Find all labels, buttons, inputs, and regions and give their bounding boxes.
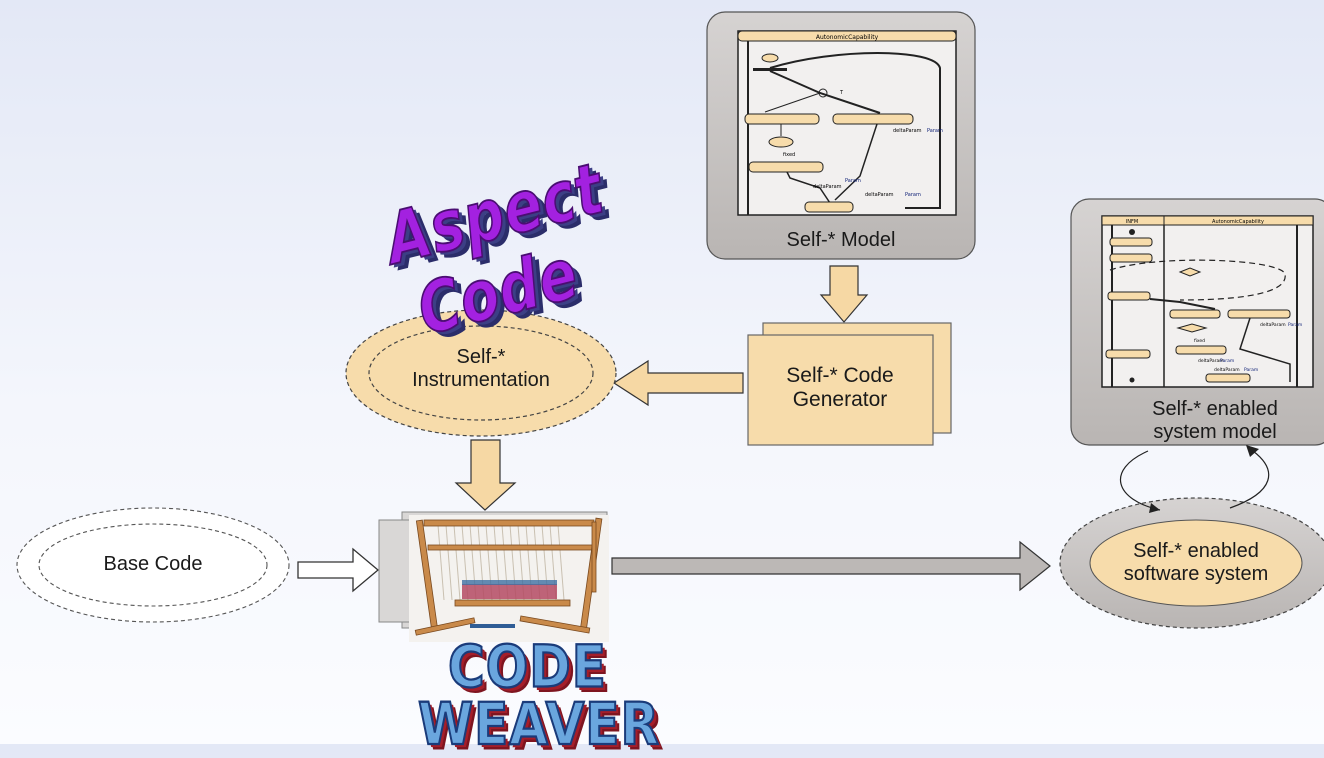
thumb-model-label-5: deltaParam: [813, 184, 842, 190]
instrumentation-ellipse-outer: [345, 309, 617, 437]
feedback-arrowhead-left: [1149, 503, 1160, 513]
enabled-model-label: Self-* enabled system model: [1152, 398, 1278, 443]
enabled-system-label: Self-* enabled software system: [1123, 540, 1269, 585]
arrow-instrumentation-to-weaver: [454, 439, 517, 511]
base-code-label: Base Code: [103, 553, 203, 575]
enabled-model-thumbnail: INFM AutonomicCapability deltaParam Para…: [1101, 215, 1314, 388]
loom-image: [409, 515, 609, 642]
self-model-thumbnail: AutonomicCapability T deltaParam Param f…: [737, 30, 957, 216]
thumb-model-label-8: Param: [905, 192, 921, 198]
thumb-enabled-lane-left: INFM: [1126, 219, 1138, 225]
thumb-model-label-3: Param: [927, 128, 943, 134]
thumb-model-label-7: deltaParam: [865, 192, 894, 198]
thumb-enabled-label-1: deltaParam: [1260, 322, 1286, 328]
thumb-model-label-2: deltaParam: [893, 128, 922, 134]
arrow-weaver-to-system: [611, 540, 1051, 592]
thumb-enabled-label-3: fixed: [1194, 338, 1205, 344]
weaver-wordart-line2: WEAVER: [417, 690, 660, 758]
thumb-enabled-label-7: Param: [1244, 367, 1258, 373]
thumb-model-label-6: Param: [845, 178, 861, 184]
self-model-label: Self-* Model: [786, 229, 896, 251]
thumb-enabled-label-2: Param: [1288, 322, 1302, 328]
thumb-model-title: AutonomicCapability: [816, 34, 879, 41]
base-code-ellipse-inner: [38, 523, 268, 607]
code-generator-label: Self-* Code Generator: [786, 364, 894, 412]
feedback-arrowhead-right: [1246, 445, 1259, 457]
base-code-ellipse-outer: [16, 507, 290, 623]
enabled-system-ellipse-inner: [1089, 519, 1303, 607]
thumb-enabled-label-5: Param: [1220, 358, 1234, 364]
thumb-enabled-label-4: deltaParam: [1198, 358, 1224, 364]
thumb-enabled-lane-right: AutonomicCapability: [1212, 219, 1264, 225]
code-weaver-wordart: CODE WEAVER: [417, 633, 660, 754]
instrumentation-label: Self-* Instrumentation: [412, 346, 550, 391]
feedback-arc-right: [1229, 450, 1270, 509]
thumb-model-label-1: T: [839, 90, 844, 96]
feedback-arc-left: [1119, 450, 1161, 511]
arrow-base-to-weaver: [297, 547, 380, 593]
arrow-model-to-generator: [819, 265, 869, 323]
thumb-enabled-label-6: deltaParam: [1214, 367, 1240, 373]
arrow-generator-to-instrumentation: [612, 359, 744, 407]
instrumentation-ellipse-inner: [368, 325, 594, 421]
code-generator-card-front: [747, 334, 934, 446]
thumb-model-label-4: fixed: [783, 152, 795, 158]
weaver-wordart-line1: CODE: [447, 633, 607, 701]
